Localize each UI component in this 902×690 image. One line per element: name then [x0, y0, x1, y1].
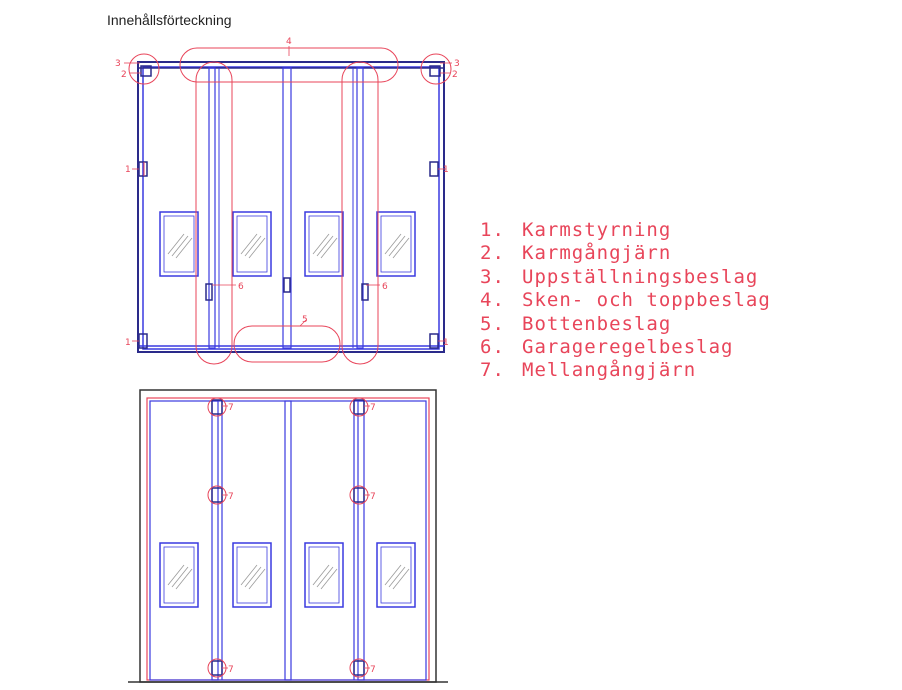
legend-label-7: Mellangångjärn: [522, 358, 696, 381]
callout-6-right: 6: [382, 282, 388, 292]
bottom-callout-leaders: [222, 405, 370, 669]
callout-6-left: 6: [238, 282, 244, 292]
legend: 1. Karmstyrning 2. Karmgångjärn 3. Uppst…: [480, 219, 771, 381]
callout-7-e: 7: [370, 492, 376, 502]
legend-num-2: 2.: [480, 242, 505, 264]
callout-1-left-bottom: 1: [125, 338, 131, 348]
callout-1-left-top: 1: [125, 165, 131, 175]
callout-7-f: 7: [370, 665, 376, 675]
legend-num-5: 5.: [480, 313, 505, 335]
top-frame-inner: [142, 66, 440, 350]
callout-7-a: 7: [228, 403, 234, 413]
stile-1: [208, 67, 216, 349]
bottom-stiles: [211, 400, 365, 681]
callout-1-right-top: 1: [443, 165, 449, 175]
legend-label-6: Garageregelbeslag: [522, 336, 733, 358]
bottom-windows: [159, 542, 416, 608]
legend-num-7: 7.: [480, 359, 505, 381]
bottom-hinges: [211, 399, 365, 676]
legend-num-3: 3.: [480, 266, 505, 288]
bottom-door-drawing: 7 7 7 7 7 7: [128, 389, 448, 683]
legend-label-2: Karmgångjärn: [522, 241, 671, 264]
top-annotations: [128, 47, 452, 365]
bottom-door-leaf: [146, 397, 430, 681]
legend-num-1: 1.: [480, 219, 505, 241]
top-window-glass-hatch: [167, 233, 410, 259]
callout-7-b: 7: [228, 492, 234, 502]
callout-1-right-bottom: 1: [443, 338, 449, 348]
bottom-wall-opening: [139, 389, 437, 683]
callout-3-left: 3: [115, 59, 121, 69]
bottom-hinge-circles: [207, 397, 369, 678]
callout-3-right: 3: [454, 59, 460, 69]
top-callout-leaders: [124, 46, 452, 342]
legend-label-3: Uppställningsbeslag: [522, 266, 758, 288]
legend-num-6: 6.: [480, 336, 505, 358]
top-door-drawing: 3 2 3 2 1 1 1 1 4 5 6 6: [115, 37, 460, 365]
stile-2: [282, 67, 292, 349]
legend-label-4: Sken- och toppbeslag: [522, 289, 771, 311]
callout-2-left: 2: [121, 70, 127, 80]
callout-4: 4: [286, 37, 292, 47]
legend-num-4: 4.: [480, 289, 505, 311]
bottom-window-glass-hatch: [167, 564, 410, 590]
callout-7-c: 7: [228, 665, 234, 675]
top-hardware: [138, 65, 441, 349]
legend-label-5: Bottenbeslag: [522, 313, 671, 335]
legend-label-1: Karmstyrning: [522, 219, 671, 241]
callout-5: 5: [302, 315, 308, 325]
callout-7-d: 7: [370, 403, 376, 413]
callout-2-right: 2: [452, 70, 458, 80]
page-title: Innehållsförteckning: [107, 12, 232, 28]
bottom-door-leaf-inner: [149, 400, 427, 681]
top-windows: [159, 211, 416, 277]
stile-3: [356, 67, 364, 349]
